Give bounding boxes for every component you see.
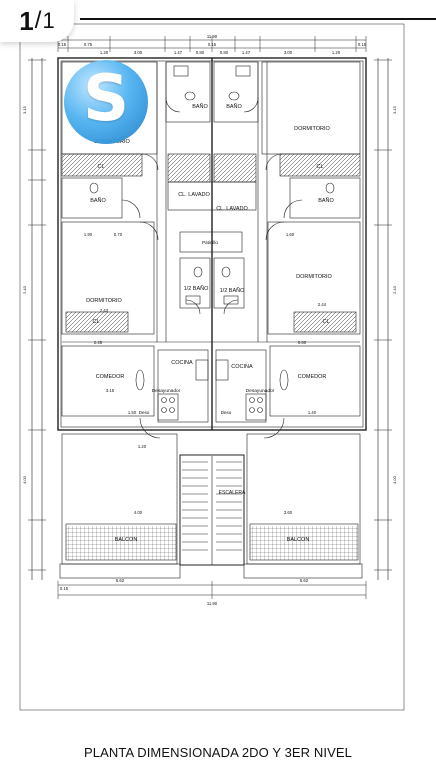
- svg-text:1.90: 1.90: [84, 232, 93, 237]
- label-comedor-left: COMEDOR: [96, 374, 125, 380]
- label-cocina-right: COCINA: [231, 364, 253, 370]
- label-escalera: ESCALERA: [219, 490, 246, 496]
- label-closet-top-left: CL: [97, 164, 104, 170]
- dim-bottom-total: 11.90: [207, 601, 218, 606]
- label-desayunador-left: Desayunador: [152, 388, 181, 394]
- svg-text:3.60: 3.60: [284, 510, 293, 515]
- label-half-bath-right: 1/2 BAÑO: [220, 287, 245, 294]
- label-bano-top-left: BAÑO: [192, 103, 208, 110]
- svg-text:3.00: 3.00: [134, 50, 143, 55]
- patinillo: [179, 231, 243, 253]
- drawing-caption: PLANTA DIMENSIONADA 2DO Y 3ER NIVEL: [84, 745, 352, 760]
- label-lavado-left: CL. LAVADO: [178, 192, 210, 198]
- page-indicator[interactable]: 1 / 1: [0, 0, 74, 42]
- label-half-bath-left: 1/2 BAÑO: [184, 285, 209, 292]
- label-deso-left: Deso: [139, 410, 150, 415]
- svg-text:0.15: 0.15: [58, 42, 67, 47]
- svg-text:2.43: 2.43: [100, 308, 109, 313]
- lavado-zone: [167, 181, 257, 211]
- svg-text:3.00: 3.00: [284, 50, 293, 55]
- label-closet-mid-left: CL: [92, 319, 99, 325]
- svg-text:0.75: 0.75: [84, 42, 93, 47]
- svg-text:4.00: 4.00: [22, 475, 27, 484]
- dim-balcony-left: 5.62: [116, 578, 125, 583]
- label-comedor-right: COMEDOR: [298, 374, 327, 380]
- label-deso-right: Deso: [221, 410, 232, 415]
- label-lavado-right: CL. LAVADO: [216, 206, 248, 212]
- svg-text:3.15: 3.15: [392, 105, 397, 114]
- current-page-number: 1: [19, 5, 34, 36]
- label-dormitorio-mid-left: DORMITORIO: [86, 298, 122, 304]
- right-mid-bath: [289, 177, 361, 219]
- svg-text:4.00: 4.00: [392, 475, 397, 484]
- label-dormitorio-mid-right: DORMITORIO: [296, 274, 332, 280]
- left-dining: [61, 345, 155, 417]
- svg-text:2.43: 2.43: [22, 285, 27, 294]
- dim-top-total: 11.90: [207, 34, 218, 39]
- svg-text:2.45: 2.45: [94, 340, 103, 345]
- label-closet-top-right: CL: [316, 164, 323, 170]
- svg-text:0.70: 0.70: [114, 232, 123, 237]
- svg-text:1.47: 1.47: [174, 50, 183, 55]
- dim-bottom-left: 0.15: [60, 586, 69, 591]
- sheet-frame: [19, 23, 405, 711]
- label-bano-top-right: BAÑO: [226, 103, 242, 110]
- label-bano-mid-left: BAÑO: [90, 197, 106, 204]
- right-mid-bedroom: [267, 221, 361, 335]
- svg-text:1.20: 1.20: [332, 50, 341, 55]
- svg-text:1.40: 1.40: [308, 410, 317, 415]
- dim-balcony-right: 5.62: [300, 578, 309, 583]
- total-pages: 1: [42, 8, 55, 33]
- label-desayunador-right: Desayunador: [246, 388, 275, 394]
- label-balcon-right: BALCON: [287, 537, 310, 543]
- top-rule: [80, 18, 436, 20]
- svg-text:0.15: 0.15: [208, 42, 217, 47]
- svg-text:0.60: 0.60: [298, 340, 307, 345]
- svg-text:1.60: 1.60: [286, 232, 295, 237]
- svg-text:4.00: 4.00: [134, 510, 143, 515]
- left-kitchen: [157, 349, 209, 423]
- svg-text:1.50: 1.50: [128, 410, 137, 415]
- label-closet-mid-right: CL: [322, 319, 329, 325]
- label-cocina-left: COCINA: [171, 360, 193, 366]
- label-patinillo: Patinillo: [202, 240, 218, 245]
- svg-text:2.44: 2.44: [318, 302, 327, 307]
- svg-text:2.43: 2.43: [392, 285, 397, 294]
- svg-text:3.15: 3.15: [22, 105, 27, 114]
- right-top-bedroom: [261, 61, 361, 155]
- svg-text:1.20: 1.20: [138, 444, 147, 449]
- left-mid-bedroom: [61, 221, 155, 335]
- svg-text:3.15: 3.15: [106, 388, 115, 393]
- brand-logo-icon: S: [64, 60, 148, 144]
- left-mid-bath: [61, 177, 123, 219]
- label-bano-mid-right: BAÑO: [318, 197, 334, 204]
- right-dining: [269, 345, 361, 417]
- svg-text:0.15: 0.15: [358, 42, 367, 47]
- svg-text:0.80: 0.80: [220, 50, 229, 55]
- page-separator: /: [34, 7, 42, 34]
- svg-text:1.20: 1.20: [100, 50, 109, 55]
- label-dormitorio-top-right: DORMITORIO: [294, 126, 330, 132]
- right-kitchen: [215, 349, 267, 423]
- svg-text:1.47: 1.47: [242, 50, 251, 55]
- label-balcon-left: BALCON: [115, 537, 138, 543]
- svg-text:0.80: 0.80: [196, 50, 205, 55]
